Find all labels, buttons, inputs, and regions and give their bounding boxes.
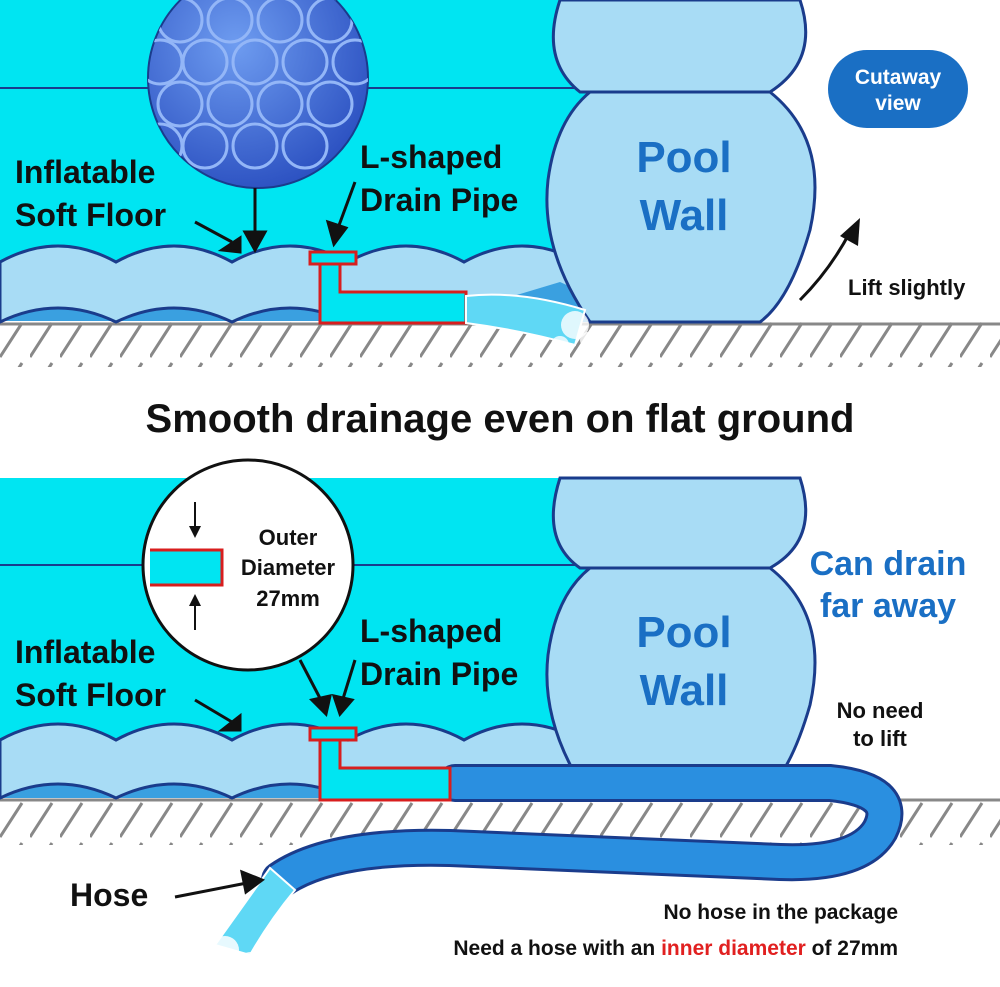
pool-wall-bottom	[545, 476, 817, 800]
pool-wall	[545, 0, 817, 324]
top-panel: Pool Wall Inflatable Soft Floor	[0, 0, 1000, 367]
lift-label: Lift slightly	[848, 275, 966, 300]
hose-requirement-note: Need a hose with an inner diameter of 27…	[453, 937, 898, 960]
pool-wall-label-bottom-2: Wall	[640, 666, 729, 715]
cutaway-badge: Cutaway view	[828, 50, 968, 128]
pointer-arrows	[194, 181, 357, 254]
no-lift-label: No need	[837, 698, 924, 723]
floor-label-2: Soft Floor	[15, 197, 166, 233]
bottom-panel: Pool Wall Outer Diameter 27mm	[0, 458, 1000, 972]
water-splash	[465, 293, 596, 354]
diameter-zoom: Outer Diameter 27mm	[141, 458, 355, 672]
svg-text:view: view	[875, 92, 921, 115]
diameter-label: Outer	[259, 525, 318, 550]
floor-texture-zoom	[147, 0, 369, 189]
ground	[0, 322, 1000, 367]
pipe-label-bottom: L-shaped	[360, 613, 502, 649]
pipe-label: L-shaped	[360, 139, 502, 175]
hose-label: Hose	[70, 877, 148, 913]
headline: Smooth drainage even on flat ground	[146, 397, 855, 441]
drain-far-label: Can drain	[810, 545, 967, 583]
floor-label-bottom: Inflatable	[15, 634, 155, 670]
svg-text:Cutaway: Cutaway	[855, 66, 942, 89]
drain-far-label-2: far away	[820, 587, 956, 625]
diameter-label-3: 27mm	[256, 586, 320, 611]
inner-diameter-highlight: inner diameter	[661, 937, 806, 960]
pointer-arrows-bottom	[174, 659, 357, 899]
pool-wall-label-2: Wall	[640, 191, 729, 240]
lift-arrow-icon	[798, 218, 860, 302]
diameter-label-2: Diameter	[241, 555, 336, 580]
pool-wall-label-bottom: Pool	[636, 608, 731, 657]
pipe-label-bottom-2: Drain Pipe	[360, 656, 518, 692]
hose	[261, 764, 904, 899]
water-splash-bottom	[197, 866, 297, 972]
pipe-label-2: Drain Pipe	[360, 182, 518, 218]
pool-wall-label: Pool	[636, 133, 731, 182]
floor-label-bottom-2: Soft Floor	[15, 677, 166, 713]
drain-pipe-bottom	[308, 726, 452, 802]
drain-pipe	[308, 250, 468, 325]
no-lift-label-2: to lift	[853, 726, 907, 751]
floor-label: Inflatable	[15, 154, 155, 190]
no-hose-note: No hose in the package	[663, 901, 898, 924]
